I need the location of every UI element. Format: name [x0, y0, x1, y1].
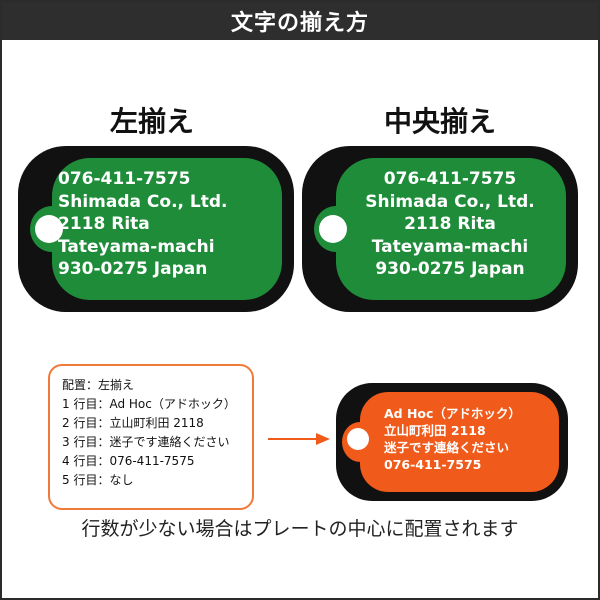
tag-hole [319, 215, 347, 243]
tag-line-2: Shimada Co., Ltd. [58, 191, 228, 212]
tag-text: 076-411-7575 Shimada Co., Ltd. 2118 Rita… [326, 168, 574, 281]
left-aligned-tag: 076-411-7575 Shimada Co., Ltd. 2118 Rita… [18, 146, 294, 312]
spec-line-1: 1 行目：Ad Hoc（アドホック） [62, 397, 236, 411]
tag-line-3: 2118 Rita [58, 214, 150, 234]
result-tag: Ad Hoc（アドホック） 立山町利田 2118 迷子です連絡ください 076-… [336, 383, 568, 501]
tag-line-1: 076-411-7575 [383, 169, 517, 189]
tag-text: 076-411-7575 Shimada Co., Ltd. 2118 Rita… [58, 168, 280, 281]
spec-line-5: 5 行目：なし [62, 473, 134, 487]
tag-line-1: 076-411-7575 [58, 169, 191, 189]
page-title: 文字の揃え方 [230, 11, 369, 36]
header-bar: 文字の揃え方 [2, 2, 598, 40]
layout-spec-box: 配置：左揃え 1 行目：Ad Hoc（アドホック） 2 行目：立山町利田 211… [48, 364, 254, 510]
spec-line-4: 4 行目：076-411-7575 [62, 454, 195, 468]
tag-line-4: Tateyama-machi [58, 236, 215, 257]
tag-face [30, 158, 282, 300]
result-line-2: 立山町利田 2118 [384, 423, 486, 438]
spec-line-2: 2 行目：立山町利田 2118 [62, 416, 204, 430]
tag-line-4: Tateyama-machi [371, 236, 529, 257]
arrow-right-icon [268, 433, 330, 445]
tag-hole [347, 428, 369, 450]
tag-line-5: 930-0275 Japan [375, 259, 525, 279]
spec-line-alignment: 配置：左揃え [62, 378, 135, 392]
center-align-title: 中央揃え [383, 105, 496, 138]
tag-line-2: Shimada Co., Ltd. [365, 191, 535, 212]
result-line-4: 076-411-7575 [384, 457, 482, 472]
result-line-3: 迷子です連絡ください [384, 440, 510, 455]
tag-text: Ad Hoc（アドホック） 立山町利田 2118 迷子です連絡ください 076-… [384, 405, 554, 473]
footer-note: 行数が少ない場合はプレートの中心に配置されます [81, 518, 519, 540]
tag-hole [35, 215, 63, 243]
tag-line-5: 930-0275 Japan [58, 259, 208, 279]
spec-line-3: 3 行目：迷子です連絡ください [62, 435, 230, 449]
left-align-title: 左揃え [109, 105, 194, 138]
tag-line-3: 2118 Rita [404, 214, 496, 234]
result-line-1: Ad Hoc（アドホック） [384, 406, 521, 421]
center-aligned-tag: 076-411-7575 Shimada Co., Ltd. 2118 Rita… [302, 146, 578, 312]
